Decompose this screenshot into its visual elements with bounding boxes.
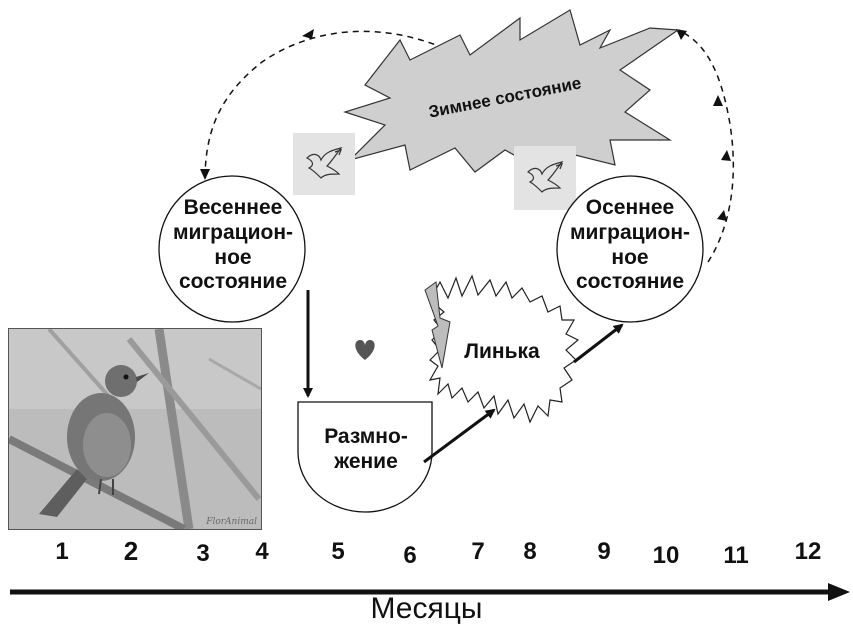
month-label: 12 — [795, 538, 822, 566]
robin-photo: FlorAnimal — [8, 328, 262, 530]
spring-migration-label: Весеннее миграцион- ное состояние — [160, 196, 306, 295]
month-label: 8 — [523, 538, 536, 566]
arrowhead-right-mid2 — [721, 150, 731, 161]
arrowhead-right-low — [717, 210, 727, 221]
arrow-molt-to-autumn — [574, 325, 622, 362]
month-label: 4 — [255, 538, 268, 566]
arrowhead-right-mid1 — [713, 95, 723, 106]
photo-watermark: FlorAnimal — [206, 517, 257, 527]
axis-title: Месяцы — [0, 592, 853, 626]
heart-icon — [355, 340, 374, 360]
robin-illustration — [9, 329, 261, 529]
month-label: 7 — [471, 538, 484, 566]
arrowhead-left-top — [302, 29, 314, 39]
month-label: 10 — [653, 542, 680, 570]
dove-tile-left — [293, 133, 355, 195]
month-label: 1 — [55, 538, 68, 566]
molt-label: Линька — [452, 340, 552, 365]
month-label: 5 — [331, 538, 344, 566]
month-label: 11 — [723, 542, 748, 570]
autumn-migration-label: Осеннее миграцион- ное состояние — [557, 196, 703, 295]
arrowhead-left-bottom — [200, 169, 210, 180]
month-label: 6 — [403, 542, 416, 570]
breeding-label: Размно- жение — [300, 425, 432, 475]
month-label: 3 — [196, 540, 209, 568]
month-label: 2 — [124, 536, 138, 567]
arrow-breeding-to-molt — [424, 410, 494, 462]
month-label: 9 — [597, 538, 610, 566]
